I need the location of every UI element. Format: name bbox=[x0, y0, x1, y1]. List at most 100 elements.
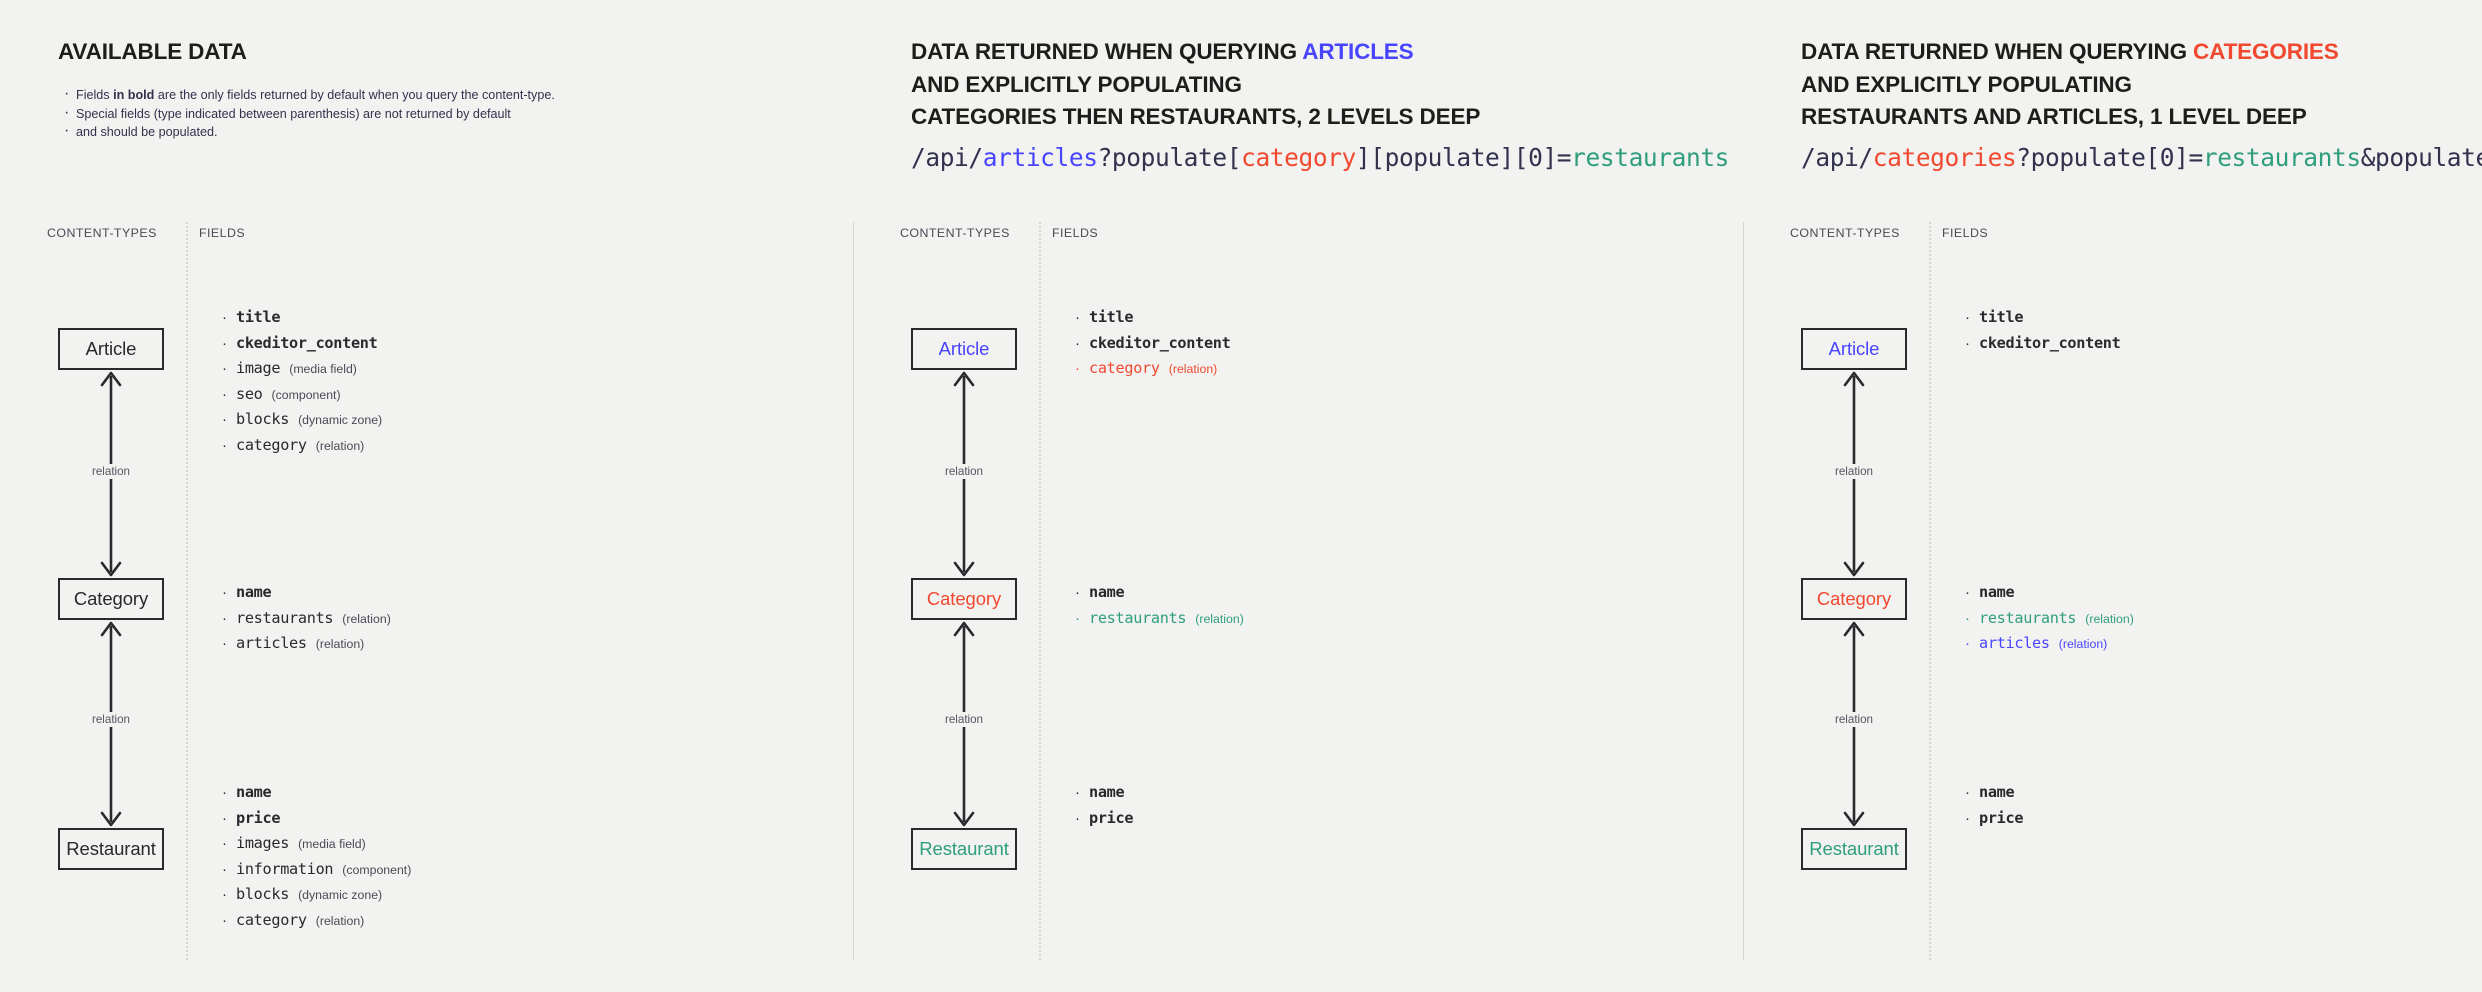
field-name: title bbox=[1089, 308, 1134, 326]
fields-caption: FIELDS bbox=[199, 226, 246, 240]
field-name: restaurants bbox=[1979, 608, 2077, 627]
bullet-icon: · bbox=[1075, 809, 1080, 827]
fields-caption: FIELDS bbox=[1942, 226, 1989, 240]
field-row: ·restaurants(relation) bbox=[1965, 609, 2134, 635]
field-row: ·category(relation) bbox=[222, 911, 411, 937]
field-row: ·name bbox=[1965, 783, 2023, 809]
title-segment: AVAILABLE DATA bbox=[58, 39, 247, 64]
node-label: Category bbox=[1816, 587, 1892, 609]
field-row: ·images(media field) bbox=[222, 834, 411, 860]
bullet-icon: · bbox=[1965, 584, 1970, 601]
field-name: restaurants bbox=[1089, 608, 1187, 627]
field-group-category: ·name·restaurants(relation)·articles(rel… bbox=[1965, 583, 2134, 660]
bullet-icon: · bbox=[222, 436, 227, 454]
field-row: ·price bbox=[222, 809, 411, 835]
content-type-node-category: Category bbox=[1801, 578, 1907, 620]
field-row: ·blocks(dynamic zone) bbox=[222, 410, 382, 436]
bullet-icon: · bbox=[1965, 784, 1970, 801]
field-name: seo bbox=[236, 384, 263, 403]
bullet-icon: · bbox=[1075, 360, 1080, 377]
node-label: Category bbox=[926, 587, 1002, 609]
field-group-category: ·name·restaurants(relation) bbox=[1075, 583, 1244, 634]
fields-caption: FIELDS bbox=[1052, 226, 1099, 240]
endpoint-segment: category bbox=[1241, 143, 1356, 172]
field-type: (media field) bbox=[289, 362, 357, 376]
bullet-icon: · bbox=[1965, 635, 1970, 652]
field-name: name bbox=[236, 783, 272, 801]
field-row: ·articles(relation) bbox=[1965, 634, 2134, 660]
content-type-node-article: Article bbox=[58, 328, 164, 370]
field-row: ·price bbox=[1965, 808, 2024, 835]
field-name: image bbox=[236, 359, 281, 377]
panel-title-line: AND EXPLICITLY POPULATING bbox=[911, 69, 1480, 102]
field-name: ckeditor_content bbox=[1089, 333, 1231, 352]
panel-title-line: AVAILABLE DATA bbox=[58, 36, 247, 69]
relation-label: relation bbox=[87, 464, 135, 479]
field-row: ·blocks(dynamic zone) bbox=[222, 885, 411, 911]
field-row: ·ckeditor_content bbox=[1075, 334, 1231, 360]
bullet-icon: · bbox=[1075, 584, 1080, 601]
field-row: ·ckeditor_content bbox=[1965, 334, 2121, 360]
field-name: blocks bbox=[236, 410, 290, 428]
title-segment: AND EXPLICITLY POPULATING bbox=[1801, 71, 2132, 97]
field-row: ·restaurants(relation) bbox=[1075, 609, 1244, 635]
field-name: ckeditor_content bbox=[236, 333, 378, 352]
field-type: (media field) bbox=[298, 837, 366, 851]
relation-label: relation bbox=[940, 712, 988, 727]
bullet-icon: · bbox=[222, 334, 227, 352]
bullet-icon: · bbox=[1965, 334, 1970, 352]
field-row: ·price bbox=[1075, 809, 1134, 835]
content-type-node-restaurant: Restaurant bbox=[1801, 828, 1907, 870]
content-type-node-category: Category bbox=[58, 578, 164, 620]
panel-title-line: AND EXPLICITLY POPULATING bbox=[1801, 69, 2339, 102]
field-row: ·restaurants(relation) bbox=[222, 609, 391, 635]
bullet-icon: · bbox=[222, 809, 227, 827]
field-row: ·image(media field) bbox=[222, 359, 382, 385]
field-group-article: ·title·ckeditor_content bbox=[1965, 308, 2121, 359]
field-row: ·title bbox=[222, 308, 382, 334]
content-type-node-article: Article bbox=[911, 328, 1017, 370]
field-type: (relation) bbox=[1168, 362, 1218, 376]
field-row: ·name bbox=[222, 783, 411, 809]
node-label: Restaurant bbox=[66, 837, 156, 859]
field-name: articles bbox=[236, 634, 307, 652]
content-types-caption: CONTENT-TYPES bbox=[47, 226, 157, 240]
field-name: price bbox=[1979, 808, 2024, 827]
node-label: Article bbox=[1828, 337, 1880, 359]
field-name: name bbox=[1089, 783, 1125, 801]
bullet-icon: · bbox=[1075, 784, 1080, 801]
node-label: Category bbox=[73, 587, 149, 609]
bullet-icon: · bbox=[222, 609, 227, 627]
legend-text: Special fields (type indicated between p… bbox=[76, 106, 511, 121]
node-label: Restaurant bbox=[919, 837, 1009, 859]
node-label: Article bbox=[85, 337, 137, 359]
field-type: (component) bbox=[342, 862, 412, 877]
panel-title-line: CATEGORIES THEN RESTAURANTS, 2 LEVELS DE… bbox=[911, 101, 1480, 134]
field-type: (relation) bbox=[315, 913, 365, 928]
bullet-icon: · bbox=[222, 886, 227, 903]
field-name: category bbox=[1089, 359, 1160, 377]
node-label: Restaurant bbox=[1809, 837, 1899, 859]
endpoint-segment: ?populate[0]= bbox=[2016, 143, 2203, 172]
api-endpoint: /api/categories?populate[0]=restaurants&… bbox=[1801, 143, 2482, 172]
field-group-article: ·title·ckeditor_content·category(relatio… bbox=[1075, 308, 1231, 385]
legend-text: and should be populated. bbox=[76, 125, 218, 139]
legend-item: Special fields (type indicated between p… bbox=[64, 104, 620, 124]
content-type-node-article: Article bbox=[1801, 328, 1907, 370]
field-group-restaurant: ·name·price·images(media field)·informat… bbox=[222, 783, 411, 936]
endpoint-segment: articles bbox=[982, 143, 1098, 172]
field-group-restaurant: ·name·price bbox=[1965, 783, 2024, 835]
relation-label: relation bbox=[1830, 712, 1878, 727]
panel-available-data: AVAILABLE DATAFields in bold are the onl… bbox=[0, 0, 853, 992]
field-group-restaurant: · name ·price bbox=[1075, 783, 1134, 835]
field-type: (dynamic zone) bbox=[298, 413, 383, 427]
content-types-caption: CONTENT-TYPES bbox=[1790, 226, 1900, 240]
column-dotted-divider bbox=[186, 222, 188, 960]
field-row: ·title bbox=[1965, 308, 2121, 334]
bullet-icon: · bbox=[222, 911, 227, 929]
